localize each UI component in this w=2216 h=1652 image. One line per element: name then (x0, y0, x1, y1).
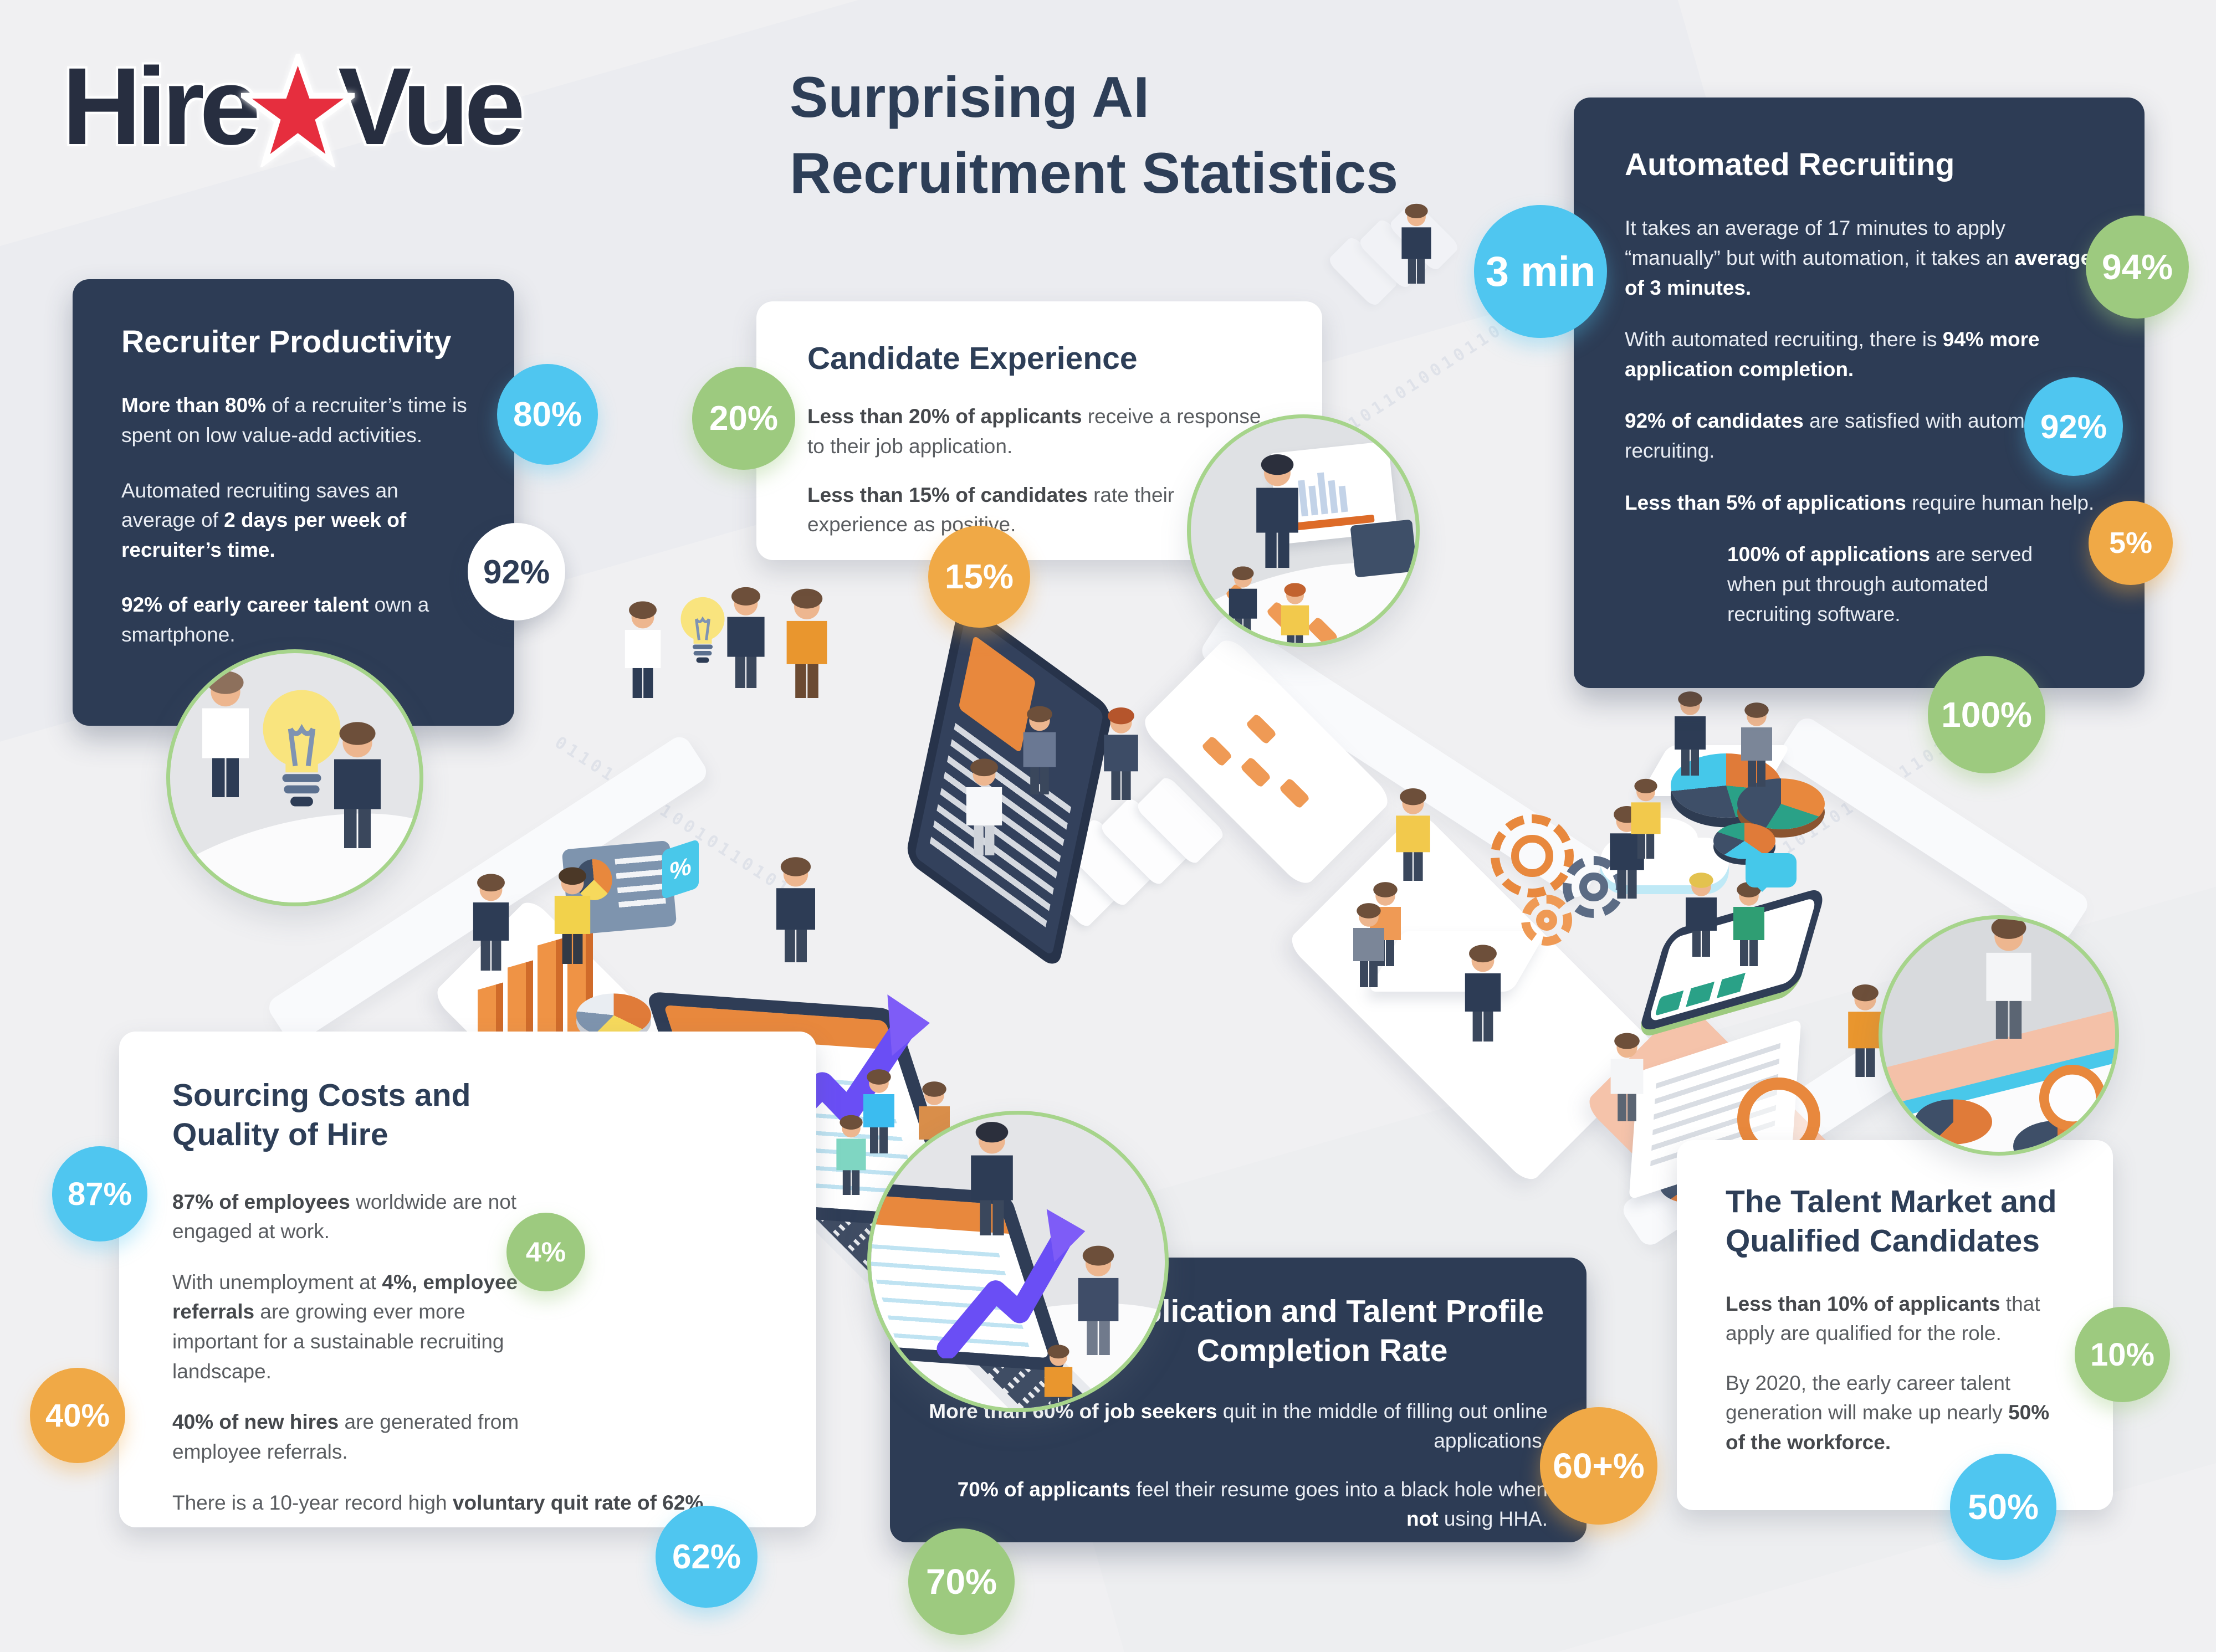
card-title: Candidate Experience (807, 341, 1138, 376)
side-screen (1350, 519, 1416, 578)
person-figure (1039, 1345, 1078, 1408)
person-figure (858, 1069, 900, 1153)
card-paragraph: Less than 20% of applicants receive a re… (807, 405, 1261, 458)
person-figure (963, 1121, 1021, 1235)
card-title: Application and Talent Profile Completio… (1100, 1294, 1544, 1369)
stat-badge-3min: 3 min (1474, 205, 1607, 338)
stat-badge-4: 4% (506, 1213, 585, 1291)
title-line-2: Recruitment Statistics (790, 141, 1399, 206)
person-figure (1625, 778, 1666, 859)
card-paragraph: 70% of applicants feel their resume goes… (957, 1477, 1548, 1531)
vignette-lightbulb (166, 649, 423, 906)
stat-badge-100: 100% (1928, 656, 2045, 773)
card-paragraph: 40% of new hires are generated from empl… (172, 1410, 519, 1463)
card-paragraph: 87% of employees worldwide are not engag… (172, 1190, 517, 1243)
card-paragraph: With unemployment at 4%, employee referr… (172, 1270, 518, 1383)
person-figure (618, 601, 667, 698)
resume-pie (1915, 1099, 1992, 1145)
person-figure (1669, 691, 1711, 776)
stat-badge-92-white: 92% (468, 523, 565, 620)
person-figure (326, 722, 389, 848)
person-figure (1458, 945, 1507, 1042)
person-figure (1978, 919, 2040, 1039)
card-title: Recruiter Productivity (121, 324, 452, 360)
vignette-presentation (1187, 414, 1420, 647)
page-title: Surprising AI Recruitment Statistics (790, 60, 1398, 212)
person-figure (467, 874, 515, 971)
stat-badge-80: 80% (497, 364, 598, 465)
person-figure (960, 758, 1009, 855)
card-paragraph: Less than 15% of candidates rate their e… (807, 483, 1175, 536)
stat-badge-94: 94% (2086, 216, 2189, 319)
card-paragraph: 100% of applications are served when put… (1727, 543, 2033, 625)
person-figure (720, 587, 771, 688)
card-title: Automated Recruiting (1625, 147, 1955, 182)
star-icon (241, 54, 355, 167)
stat-badge-62: 62% (656, 1506, 758, 1608)
pie-cylinder (1713, 823, 1775, 859)
person-figure (1071, 1245, 1126, 1355)
stat-badge-50: 50% (1950, 1454, 2056, 1560)
stat-badge-87: 87% (52, 1146, 147, 1241)
logo-text-hire: Hire (62, 45, 260, 167)
gear-icon (1491, 814, 1574, 897)
card-paragraph: Less than 5% of applications require hum… (1625, 491, 2095, 514)
person-figure (1390, 788, 1436, 881)
chat-bubble-icon (1746, 853, 1797, 892)
gear-icon (1521, 895, 1572, 946)
card-paragraph: 92% of early career talent own a smartph… (121, 593, 429, 647)
person-figure (194, 671, 257, 797)
person-figure (1348, 903, 1390, 987)
card-paragraph: Less than 10% of applicants that apply a… (1726, 1292, 2040, 1345)
person-figure (548, 867, 597, 964)
person-figure (1396, 203, 1437, 284)
card-paragraph: With automated recruiting, there is 94% … (1625, 328, 2040, 381)
person-figure (1605, 1033, 1649, 1121)
stat-badge-10: 10% (2075, 1307, 2170, 1402)
stat-badge-60plus: 60+% (1540, 1407, 1657, 1525)
stat-badge-40: 40% (30, 1368, 125, 1463)
stat-badge-20: 20% (692, 367, 795, 470)
stat-badge-92: 92% (2024, 377, 2123, 476)
pie-cylinder (1737, 778, 1825, 829)
card-sourcing-costs: Sourcing Costs and Quality of Hire 87% o… (119, 1032, 816, 1527)
person-figure (1098, 707, 1144, 800)
person-figure (779, 588, 835, 698)
title-line-1: Surprising AI (790, 65, 1150, 130)
person-figure (1224, 566, 1262, 642)
person-figure (1728, 882, 1770, 966)
person-figure (1017, 706, 1062, 794)
stat-badge-15: 15% (928, 526, 1030, 628)
card-paragraph: There is a 10-year record high voluntary… (172, 1491, 709, 1514)
bar-chart-bar (508, 960, 533, 1040)
card-title: The Talent Market and Qualified Candidat… (1726, 1184, 2057, 1259)
person-figure (1248, 454, 1306, 568)
card-paragraph: It takes an average of 17 minutes to app… (1625, 217, 2092, 299)
card-paragraph: 92% of candidates are satisfied with aut… (1625, 409, 2065, 463)
vignette-magnifier (1879, 915, 2119, 1156)
person-figure (1736, 702, 1778, 787)
stat-badge-5: 5% (2089, 501, 2173, 585)
vignette-growth-arrow (867, 1111, 1169, 1412)
growth-arrow-icon (936, 1209, 1086, 1358)
hirevue-logo: Hire Vue (62, 43, 525, 169)
pie-chart (576, 993, 651, 1037)
card-paragraph: More than 80% of a recruiter’s time is s… (121, 394, 467, 447)
lightbulb-icon (263, 690, 341, 807)
card-title: Sourcing Costs and Quality of Hire (172, 1078, 471, 1153)
person-figure (769, 857, 822, 962)
card-paragraph: By 2020, the early career talent generat… (1726, 1371, 2050, 1454)
stat-badge-70: 70% (908, 1528, 1015, 1635)
card-paragraph: Automated recruiting saves an average of… (121, 479, 407, 561)
person-figure (1680, 873, 1722, 957)
card-talent-market: The Talent Market and Qualified Candidat… (1677, 1140, 2113, 1510)
logo-text-vue: Vue (338, 45, 525, 167)
person-figure (1276, 583, 1314, 643)
lightbulb-icon (680, 597, 725, 663)
